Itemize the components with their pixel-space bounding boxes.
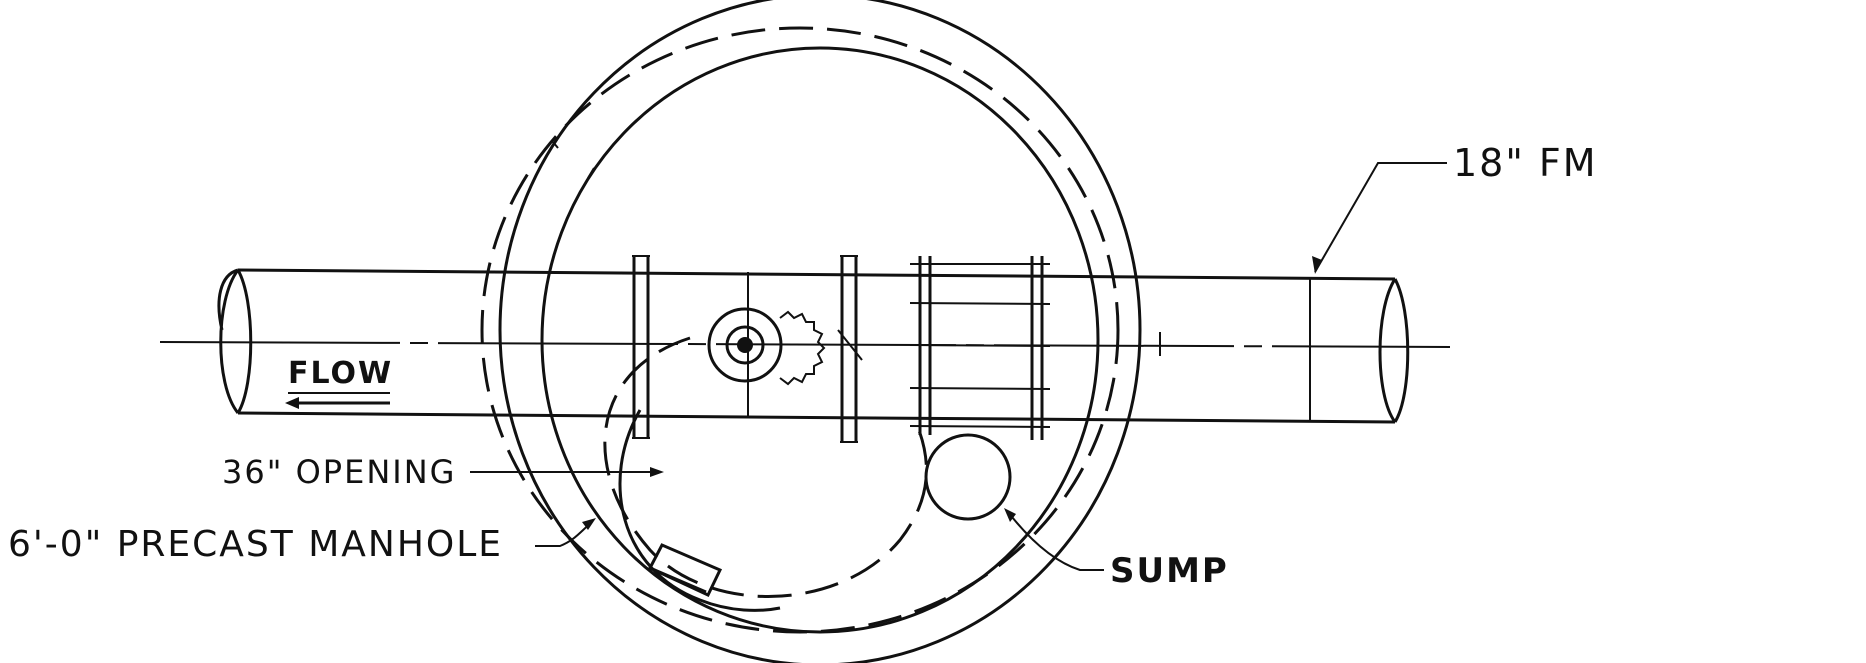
force-main-pipe xyxy=(217,268,1410,424)
manhole-steps xyxy=(647,543,723,597)
opening-label: 36" OPENING xyxy=(222,453,456,491)
pipe-right-break-symbol xyxy=(1378,278,1410,423)
flange-left xyxy=(632,255,650,439)
opening-callout xyxy=(470,467,664,477)
coupling-assembly xyxy=(909,256,1051,440)
valve-stem xyxy=(737,337,753,353)
flow-arrow xyxy=(285,397,390,409)
manhole-inner-wall xyxy=(540,46,1100,634)
pipe-left-break-symbol xyxy=(217,268,253,414)
wall-tick-mark xyxy=(552,141,559,149)
valve-gear-teeth xyxy=(779,310,826,386)
manhole-outer-wall xyxy=(498,0,1142,663)
valve-operator-outer xyxy=(707,307,783,383)
wall-tick-mark xyxy=(587,167,595,179)
sump-label: SUMP xyxy=(1110,551,1229,591)
sump-pit xyxy=(924,433,1012,521)
manhole-label: 6'-0" PRECAST MANHOLE xyxy=(8,524,503,565)
opening-solid-arc xyxy=(618,409,781,612)
pipe-bottom-edge xyxy=(237,411,1396,424)
plug-valve xyxy=(707,272,863,418)
flange-middle xyxy=(840,255,858,443)
pipe-label: 18" FM xyxy=(1453,141,1598,185)
manhole-base-dashed-outline xyxy=(480,26,1120,634)
flow-label: FLOW xyxy=(288,356,393,391)
pipe-top-edge xyxy=(237,268,1396,281)
sump-callout xyxy=(1004,508,1104,571)
precast-manhole xyxy=(480,0,1142,663)
valve-operator-inner xyxy=(725,325,765,365)
pipe-callout xyxy=(1312,162,1447,274)
manhole-callout xyxy=(535,518,596,547)
opening-outline xyxy=(603,336,928,598)
pipe-centerline xyxy=(159,341,1451,348)
